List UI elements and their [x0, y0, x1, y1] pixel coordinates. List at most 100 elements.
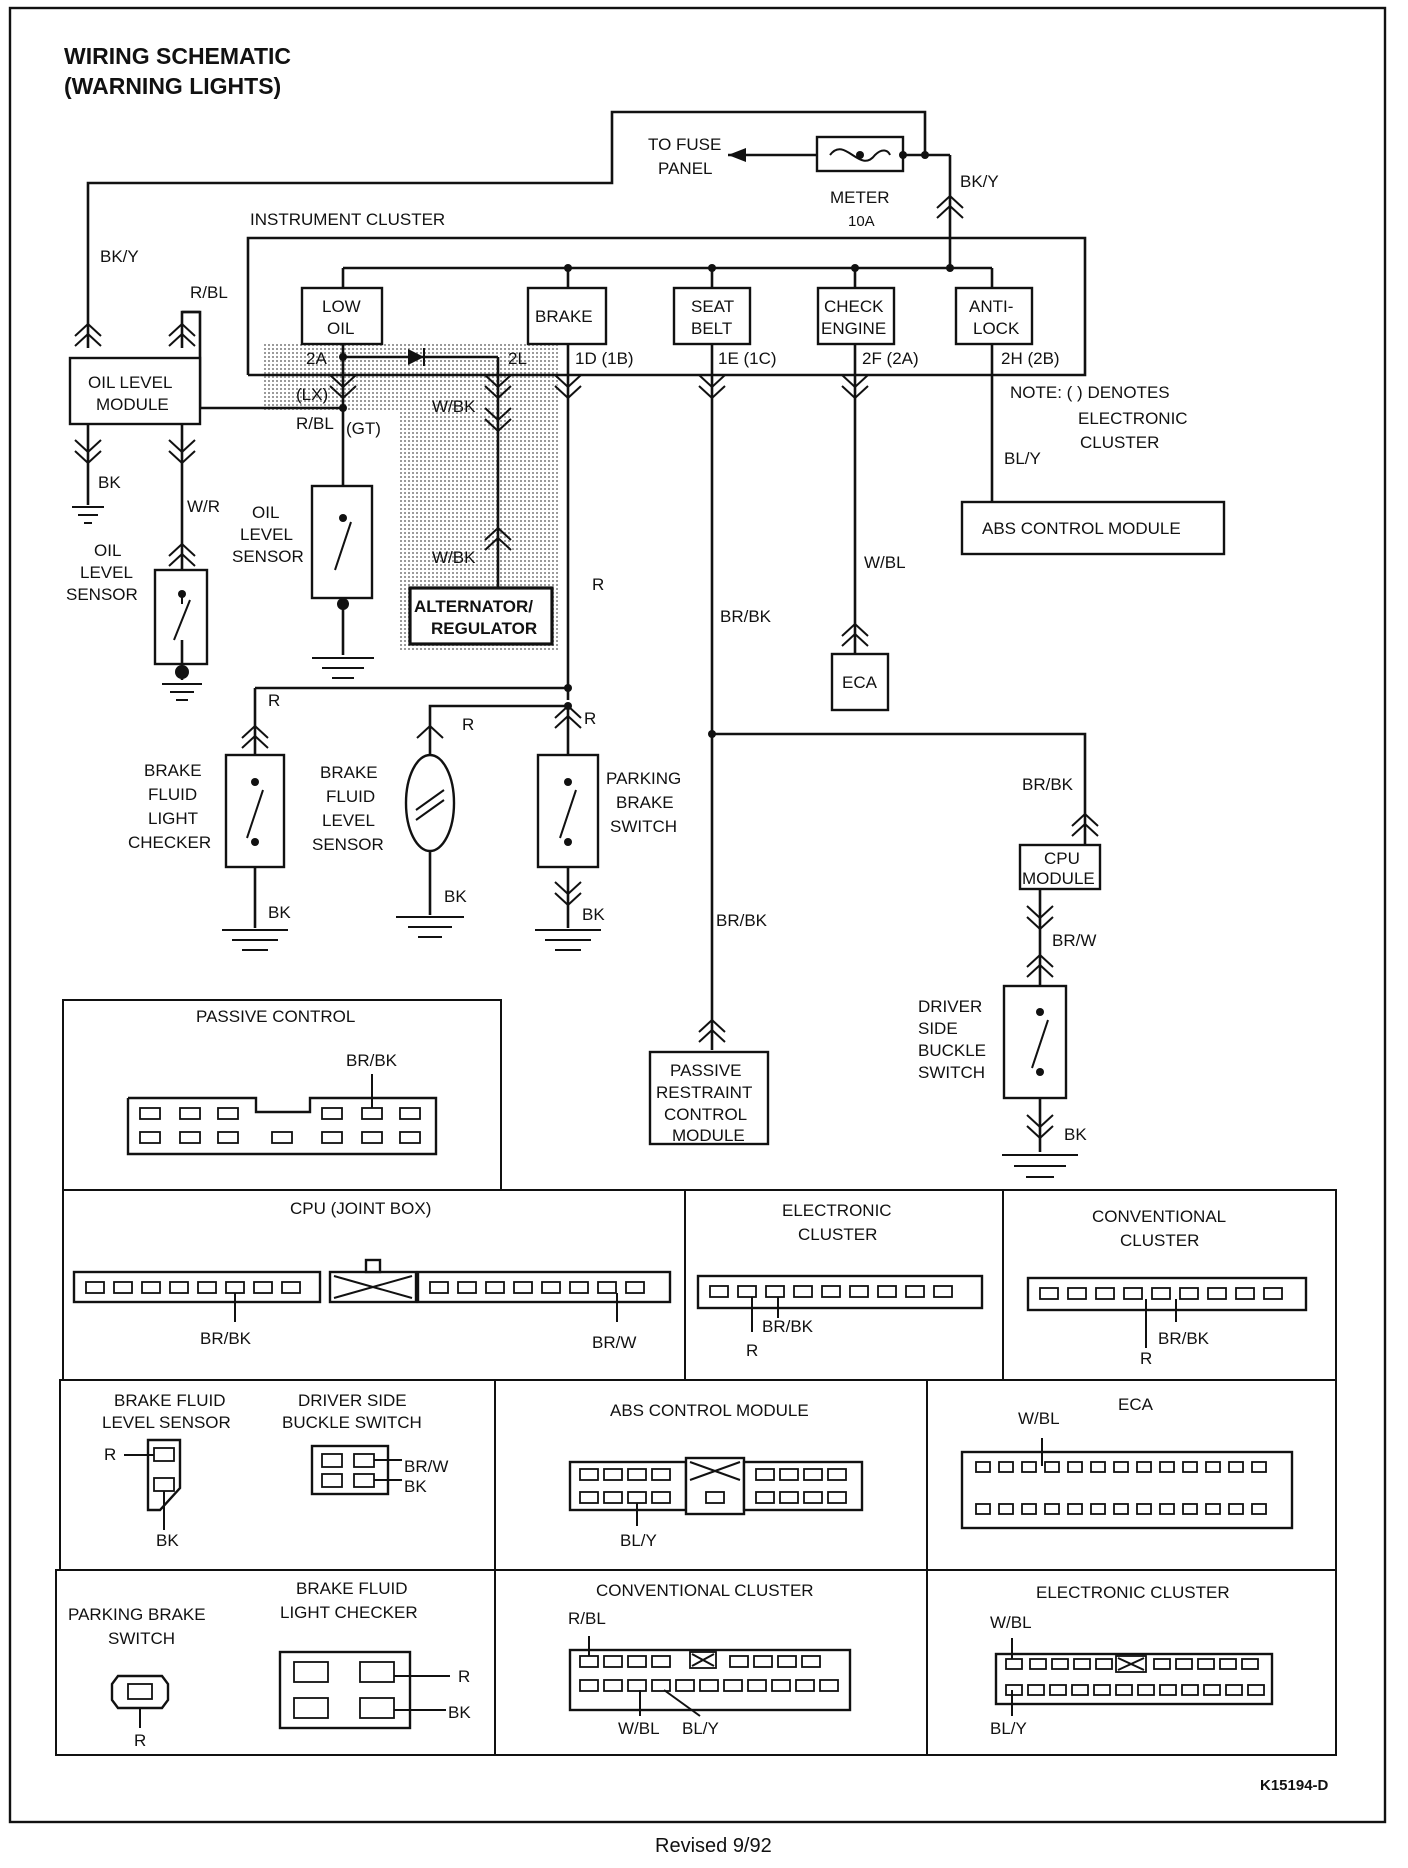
dbs-wire1: BR/W [404, 1457, 448, 1476]
lamp-check-2: ENGINE [821, 319, 886, 338]
ecl1-title-2: CLUSTER [798, 1225, 877, 1244]
page-frame [8, 6, 1387, 1824]
connector-pin [723, 1679, 743, 1692]
wire-rbl-1: R/BL [190, 283, 228, 302]
connector-pin [699, 1679, 719, 1692]
lamp-seat-2: BELT [691, 319, 732, 338]
lamp-brake [526, 286, 608, 346]
low-oil-circuit [180, 310, 512, 600]
cc2-wire3: BL/Y [682, 1719, 719, 1738]
wire-brw: BR/W [1052, 931, 1096, 950]
ecl1-wire1: BR/BK [762, 1317, 814, 1336]
connector-pin [1137, 1684, 1155, 1696]
connector-pin [975, 1503, 991, 1515]
oil-sensor-left-1: OIL [94, 541, 121, 560]
oil-sensor-mid [310, 484, 374, 600]
connector-pin [1181, 1684, 1199, 1696]
title-line-2: (WARNING LIGHTS) [64, 73, 281, 99]
wire-brbk-1: BR/BK [720, 607, 772, 626]
brake-checker-3: LIGHT [148, 809, 198, 828]
cpu-joint-title: CPU (JOINT BOX) [290, 1199, 431, 1218]
conventional-cluster-connector-1 [1026, 1276, 1308, 1348]
brake-fluid-level-connector [124, 1438, 182, 1530]
eca-connector [960, 1438, 1294, 1530]
ec2-wire2: BL/Y [990, 1719, 1027, 1738]
connector-pin [1205, 1503, 1221, 1515]
connector-pin [675, 1679, 695, 1692]
connector-pin [1071, 1684, 1089, 1696]
abs-conn-title: ABS CONTROL MODULE [610, 1401, 809, 1420]
ccl1-wire2: R [1140, 1349, 1152, 1368]
connector-pin [1113, 1503, 1129, 1515]
buckle-1: DRIVER [918, 997, 982, 1016]
wire-bly: BL/Y [1004, 449, 1041, 468]
wire-wbk-1: W/BK [432, 397, 476, 416]
brake-checker-2: FLUID [148, 785, 197, 804]
connector-pin [819, 1679, 839, 1692]
connector-pin [1136, 1461, 1152, 1473]
wire-wr: W/R [187, 497, 220, 516]
pin-2h: 2H (2B) [1001, 349, 1060, 368]
eca-pins [975, 1461, 1267, 1515]
pbs-wire: R [134, 1731, 146, 1750]
blc-wire1: R [458, 1667, 470, 1686]
lamp-brake-1: BRAKE [535, 307, 593, 326]
parking-brake-connector [110, 1674, 170, 1728]
revised-label: Revised 9/92 [655, 1835, 772, 1857]
ccl1-wire1: BR/BK [1158, 1329, 1210, 1348]
alternator-1: ALTERNATOR/ [414, 597, 533, 616]
passive-control-wire: BR/BK [346, 1051, 398, 1070]
lamp-anti-2: LOCK [973, 319, 1020, 338]
brake-fluid-level-sensor [404, 753, 456, 853]
driver-buckle-switch [1002, 984, 1068, 1100]
connector-pin [1182, 1503, 1198, 1515]
connector-pin [795, 1679, 815, 1692]
connector-grid [55, 999, 1337, 1756]
note-3: CLUSTER [1080, 433, 1159, 452]
eca-conn-wire: W/BL [1018, 1409, 1060, 1428]
check-engine-circuit [830, 344, 890, 712]
abs-circuit [960, 344, 1226, 556]
connector-pin [1225, 1684, 1243, 1696]
connector-pin [1205, 1461, 1221, 1473]
blc-wire2: BK [448, 1703, 471, 1722]
wire-gt: (GT) [346, 419, 381, 438]
connector-pin [1159, 1461, 1175, 1473]
bfl-wire1: R [104, 1445, 116, 1464]
pin-1d: 1D (1B) [575, 349, 634, 368]
connector-pin [1113, 1461, 1129, 1473]
note-2: ELECTRONIC [1078, 409, 1188, 428]
connector-pin [1044, 1461, 1060, 1473]
abs-conn-wire: BL/Y [620, 1531, 657, 1550]
passive-2: RESTRAINT [656, 1083, 752, 1102]
wire-wbl: W/BL [864, 553, 906, 572]
buckle-2: SIDE [918, 1019, 958, 1038]
buckle-3: BUCKLE [918, 1041, 986, 1060]
cc2-pins-row2 [579, 1679, 839, 1692]
lamp-low-oil-1: LOW [322, 297, 361, 316]
wire-bk3: BK [582, 905, 605, 924]
cpu-module-1: CPU [1044, 849, 1080, 868]
wire-rbl-2: R/BL [296, 414, 334, 433]
dbs-wire2: BK [404, 1477, 427, 1496]
bfl-wire2: BK [156, 1531, 179, 1550]
passive-control-title: PASSIVE CONTROL [196, 1007, 355, 1026]
cpu-joint-wire2: BR/W [592, 1333, 636, 1352]
bfl-title-1: BRAKE FLUID [114, 1391, 225, 1410]
connector-pin [1115, 1684, 1133, 1696]
wire-r1: R [268, 691, 280, 710]
eca-conn-title: ECA [1118, 1395, 1154, 1414]
alternator-2: REGULATOR [431, 619, 537, 638]
connector-pin [1067, 1461, 1083, 1473]
brake-checker-4: CHECKER [128, 833, 211, 852]
brake-level-2: FLUID [326, 787, 375, 806]
connector-pin [1067, 1503, 1083, 1515]
ecl1-wire2: R [746, 1341, 758, 1360]
title-line-1: WIRING SCHEMATIC [64, 43, 291, 69]
brake-level-4: SENSOR [312, 835, 384, 854]
wire-brbk-3: BR/BK [1022, 775, 1074, 794]
wire-bk4: BK [1064, 1125, 1087, 1144]
passive-3: CONTROL [664, 1105, 747, 1124]
connector-pin [1247, 1684, 1265, 1696]
